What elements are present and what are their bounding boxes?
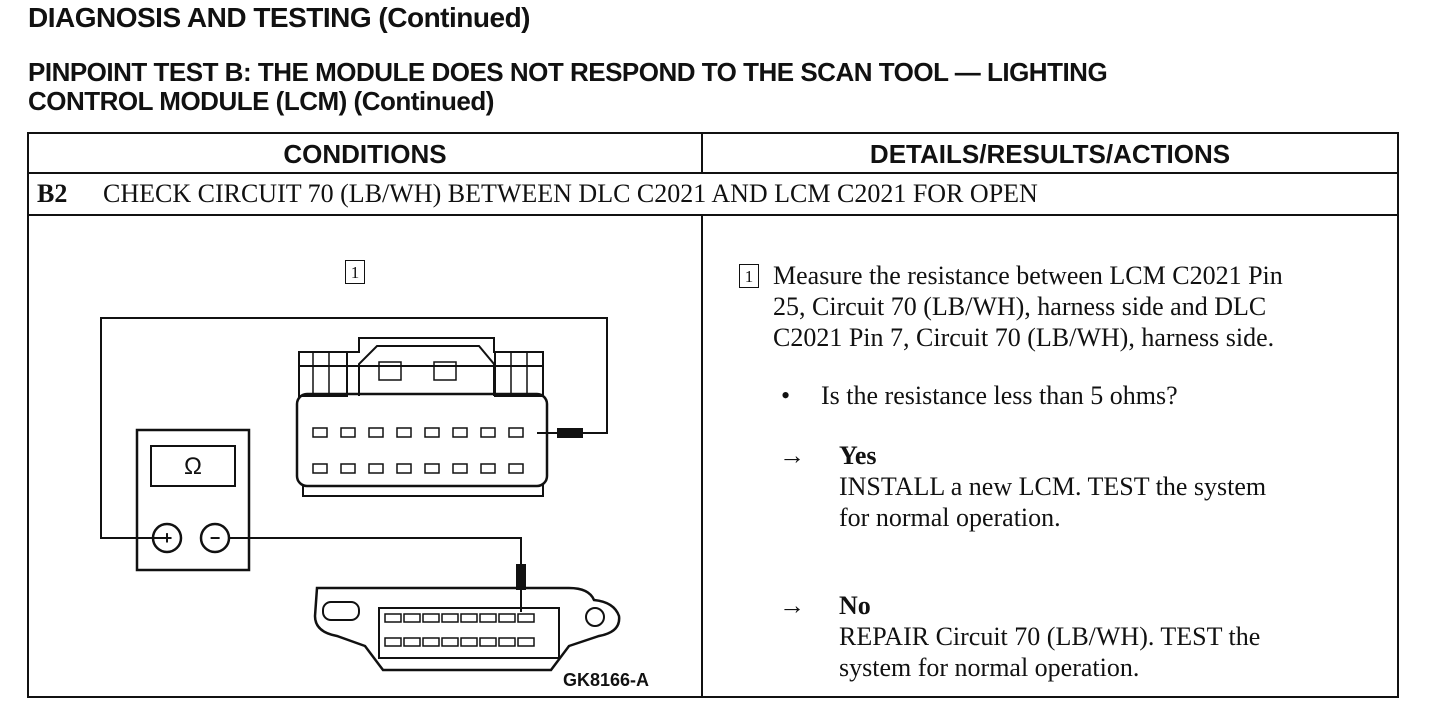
dlc-connector-c2021-icon: [313, 586, 621, 672]
yes-action: INSTALL a new LCM. TEST the system for n…: [839, 472, 1267, 532]
conditions-header: CONDITIONS: [29, 134, 703, 174]
wiring-diagram: Ω + −: [100, 317, 649, 690]
no-arrow-icon: →: [779, 591, 805, 620]
lcm-probe: [557, 428, 583, 438]
ohm-symbol: Ω: [184, 453, 202, 480]
ohmmeter-icon: Ω + −: [135, 428, 251, 572]
svg-text:+: +: [162, 528, 173, 548]
step-title: CHECK CIRCUIT 70 (LB/WH) BETWEEN DLC C20…: [103, 179, 1038, 208]
resistance-question: Is the resistance less than 5 ohms?: [821, 381, 1178, 410]
step-id: B2: [37, 179, 68, 208]
figure-id: GK8166-A: [563, 670, 649, 690]
yes-label: Yes: [839, 441, 877, 470]
no-label: No: [839, 591, 871, 620]
page-header: DIAGNOSIS AND TESTING (Continued): [28, 2, 531, 33]
diagram-callout: 1: [345, 260, 365, 284]
pinpoint-test-title: PINPOINT TEST B: THE MODULE DOES NOT RES…: [28, 58, 1388, 116]
plus-terminal: [151, 522, 183, 554]
details-header: DETAILS/RESULTS/ACTIONS: [703, 134, 1397, 174]
step-row: B2 CHECK CIRCUIT 70 (LB/WH) BETWEEN DLC …: [29, 174, 1397, 216]
details-callout: 1: [739, 264, 759, 288]
conditions-cell: 1: [29, 216, 703, 696]
svg-text:−: −: [210, 528, 221, 548]
question-bullet: •: [781, 381, 791, 410]
lcm-connector-c2021-icon: [295, 337, 549, 497]
measurement-instruction: Measure the resistance between LCM C2021…: [773, 261, 1283, 352]
test-title-line-1: PINPOINT TEST B: THE MODULE DOES NOT RES…: [28, 57, 1108, 87]
test-title-line-2: CONTROL MODULE (LCM) (Continued): [28, 86, 494, 116]
yes-arrow-icon: →: [779, 441, 805, 470]
details-cell: 1 Measure the resistance between LCM C20…: [703, 216, 1397, 696]
plus-test-lead: [100, 317, 608, 539]
pinpoint-test-table: CONDITIONS DETAILS/RESULTS/ACTIONS B2 CH…: [27, 132, 1399, 698]
minus-test-lead: [229, 537, 522, 564]
no-action: REPAIR Circuit 70 (LB/WH). TEST the syst…: [839, 622, 1261, 682]
dlc-probe: [516, 564, 526, 590]
